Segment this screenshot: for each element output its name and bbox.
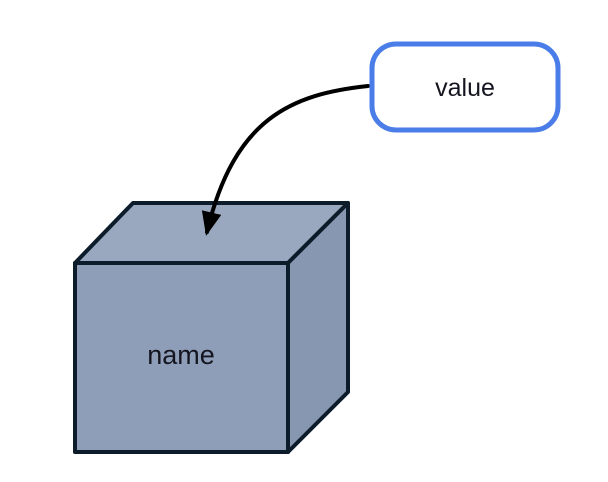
pointer-arrow bbox=[201, 84, 370, 236]
value-node: value bbox=[369, 41, 561, 133]
cube-front-face bbox=[73, 261, 290, 454]
cube-name-label: name bbox=[147, 340, 215, 370]
cube-shape: name bbox=[73, 201, 350, 454]
value-label: value bbox=[435, 74, 495, 102]
value-box bbox=[369, 41, 561, 133]
